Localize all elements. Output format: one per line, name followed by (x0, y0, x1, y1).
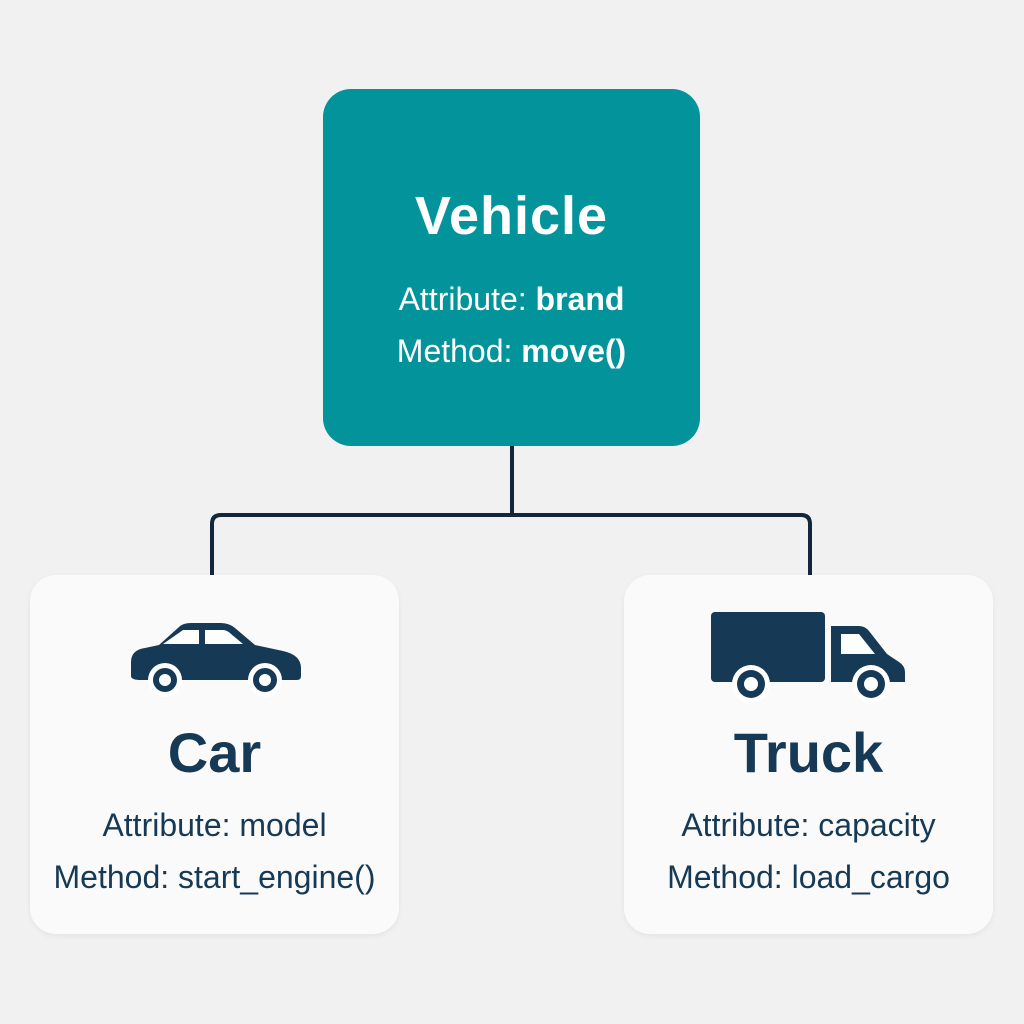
car-class-title: Car (167, 721, 262, 784)
vehicle-attribute-label: Attribute: (398, 280, 527, 317)
connector-car-branch (210, 513, 514, 577)
truck-attribute-label: Attribute: (681, 807, 810, 843)
car-method-value: start_engine() (178, 859, 376, 895)
car-class-node: Car Attribute: model Method: start_engin… (30, 575, 399, 934)
vehicle-method-value: move() (521, 332, 627, 369)
vehicle-method-label: Method: (396, 332, 513, 369)
vehicle-class-title: Vehicle (414, 185, 609, 246)
car-attribute-value: model (239, 807, 327, 843)
truck-method-line: Method: load_cargo (667, 851, 950, 903)
car-method-line: Method: start_engine() (54, 851, 376, 903)
truck-method-value: load_cargo (791, 859, 950, 895)
vehicle-method-line: Method: move() (397, 325, 626, 377)
truck-method-label: Method: (667, 859, 783, 895)
car-method-label: Method: (53, 859, 170, 895)
vehicle-attribute-value: brand (535, 280, 625, 317)
car-attribute-line: Attribute: model (102, 799, 326, 851)
truck-icon (709, 612, 909, 703)
car-icon (125, 613, 305, 703)
car-attribute-label: Attribute: (102, 807, 231, 843)
vehicle-attribute-line: Attribute: brand (399, 273, 625, 325)
truck-class-node: Truck Attribute: capacity Method: load_c… (624, 575, 993, 934)
connector-truck-branch (510, 513, 812, 577)
vehicle-class-node: Vehicle Attribute: brand Method: move() (323, 89, 700, 446)
truck-attribute-line: Attribute: capacity (681, 799, 935, 851)
truck-attribute-value: capacity (818, 807, 936, 843)
truck-class-title: Truck (733, 721, 884, 784)
